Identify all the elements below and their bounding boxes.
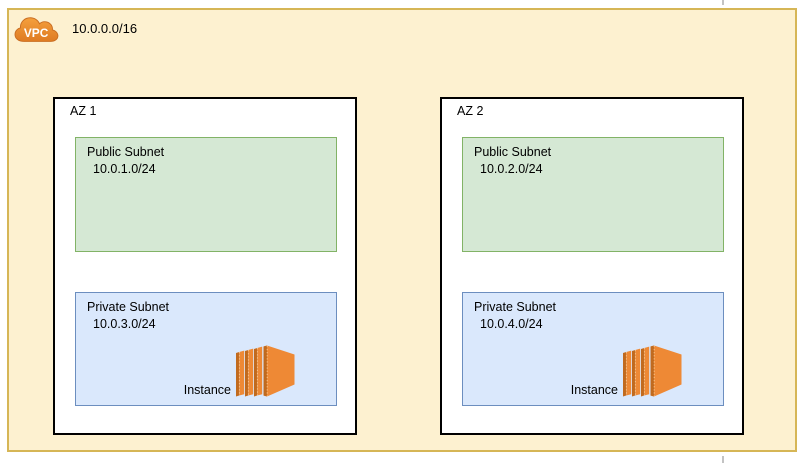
az-2-label: AZ 2: [457, 104, 484, 118]
az-1-instance-node[interactable]: Instance: [184, 343, 296, 398]
public-subnet-cidr: 10.0.1.0/24: [93, 162, 156, 176]
vpc-cloud-icon[interactable]: VPC: [12, 13, 62, 46]
vpc-cidr-label: 10.0.0.0/16: [72, 21, 138, 36]
instance-label: Instance: [183, 383, 231, 397]
az-1-label: AZ 1: [70, 104, 97, 118]
az-2-container[interactable]: AZ 2 Public Subnet 10.0.2.0/24 Private S…: [440, 97, 744, 435]
az-2-public-subnet[interactable]: Public Subnet 10.0.2.0/24: [462, 137, 724, 252]
public-subnet-title: Public Subnet: [474, 145, 552, 159]
az-1-private-subnet[interactable]: Private Subnet 10.0.3.0/24 Instance: [75, 292, 337, 406]
page-break-tick: [722, 456, 724, 463]
public-subnet-cidr: 10.0.2.0/24: [480, 162, 543, 176]
az-1-container[interactable]: AZ 1 Public Subnet 10.0.1.0/24 Private S…: [53, 97, 357, 435]
ec2-instance-icon[interactable]: [236, 343, 296, 398]
instance-label: Instance: [570, 383, 618, 397]
page-break-tick: [722, 0, 724, 5]
az-2-private-subnet[interactable]: Private Subnet 10.0.4.0/24 Instance: [462, 292, 724, 406]
cloud-shape: [14, 17, 59, 42]
az-2-instance-node[interactable]: Instance: [571, 343, 683, 398]
ec2-instance-icon[interactable]: [623, 343, 683, 398]
vpc-label: VPC: [24, 26, 49, 40]
private-subnet-title: Private Subnet: [87, 300, 169, 314]
az-1-public-subnet[interactable]: Public Subnet 10.0.1.0/24: [75, 137, 337, 252]
private-subnet-cidr: 10.0.3.0/24: [93, 317, 156, 331]
private-subnet-cidr: 10.0.4.0/24: [480, 317, 543, 331]
private-subnet-title: Private Subnet: [474, 300, 556, 314]
public-subnet-title: Public Subnet: [87, 145, 165, 159]
vpc-container[interactable]: VPC 10.0.0.0/16 AZ 1 Public Subnet 10.0.…: [7, 8, 797, 452]
